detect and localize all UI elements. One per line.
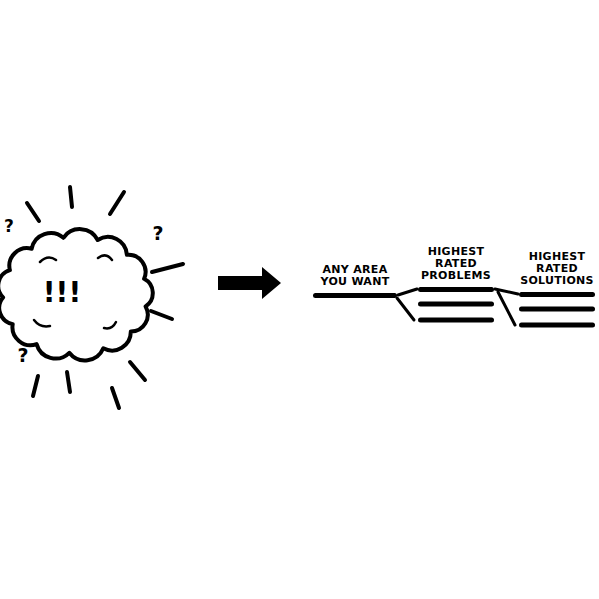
ray	[152, 264, 183, 272]
column-heading: HIGHEST RATED SOLUTIONS	[519, 251, 595, 287]
ray	[112, 388, 119, 408]
cloud-curl	[104, 322, 116, 328]
column-node: HIGHEST RATED PROBLEMS	[418, 246, 494, 292]
bar	[313, 293, 397, 298]
ray	[33, 376, 38, 396]
column-heading: HIGHEST RATED PROBLEMS	[418, 246, 494, 282]
ray	[151, 311, 172, 319]
ray	[67, 372, 70, 392]
ray	[130, 362, 145, 380]
question-mark: ?	[4, 218, 14, 235]
ray	[27, 203, 39, 221]
explosion-cloud	[0, 229, 153, 360]
bar	[519, 323, 595, 328]
cloud-curl	[40, 257, 56, 262]
column-node: HIGHEST RATED SOLUTIONS	[519, 251, 595, 297]
exclamation-mark: !!!	[43, 279, 81, 307]
branch-line	[397, 298, 414, 320]
question-mark: ?	[152, 224, 163, 243]
bar	[519, 307, 595, 312]
branch-line	[498, 292, 515, 325]
bar	[418, 318, 494, 323]
bar	[418, 287, 494, 292]
column-node: ANY AREA YOU WANT	[313, 264, 397, 298]
column-heading: ANY AREA YOU WANT	[313, 264, 397, 288]
bar	[418, 302, 494, 307]
ray	[70, 187, 72, 207]
connector-line	[398, 289, 417, 295]
question-mark: ?	[17, 346, 28, 365]
big-arrow	[218, 267, 281, 299]
cloud-curl	[98, 255, 112, 260]
cloud-curl	[34, 320, 50, 326]
burst-rays	[27, 187, 183, 408]
ray	[110, 192, 124, 214]
bar	[519, 292, 595, 297]
connector-line	[495, 289, 518, 294]
cloud-outline	[0, 229, 153, 360]
branch-lines	[397, 292, 515, 325]
